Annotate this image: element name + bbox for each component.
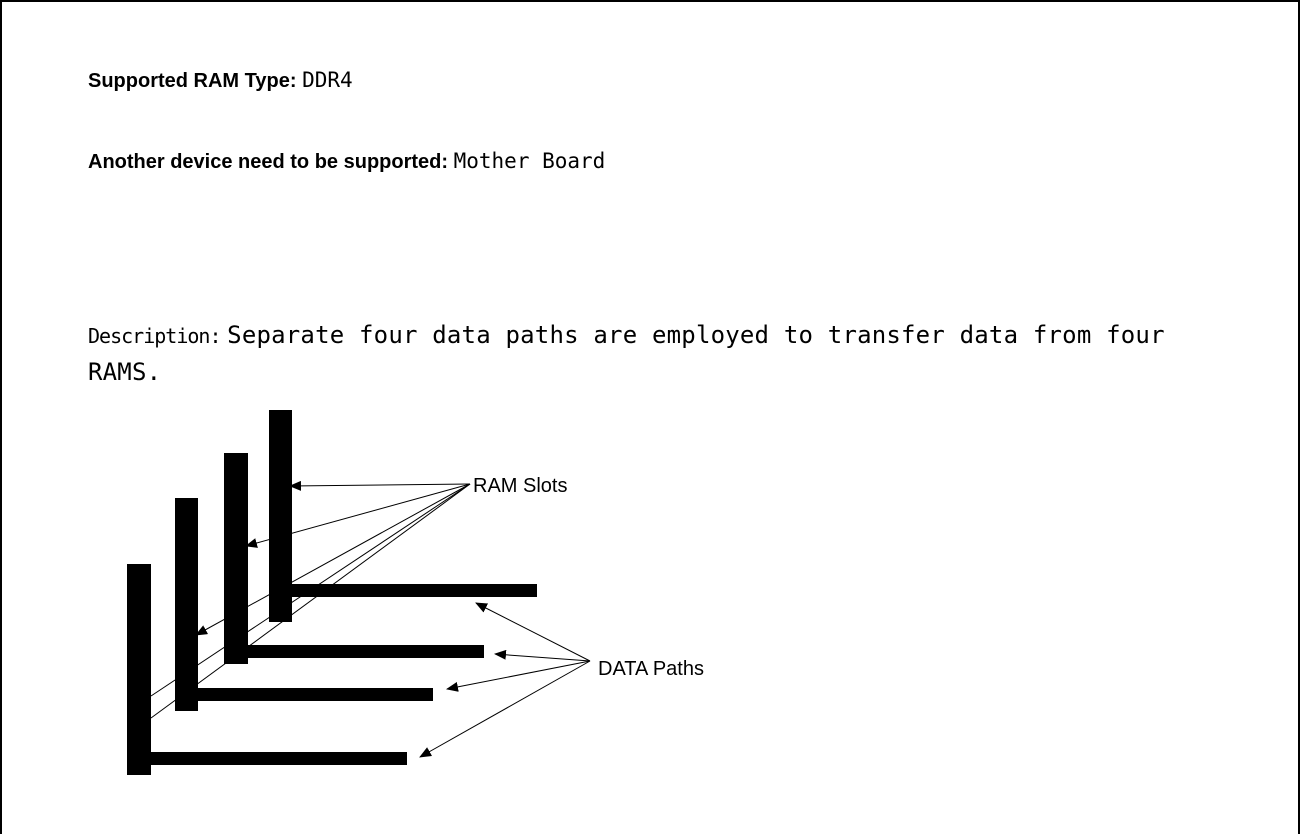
device-row: Another device need to be supported: Mot… [88,149,605,174]
data-path-3 [248,645,484,658]
device-value: Mother Board [453,149,606,173]
ram-slot-pointer-4 [289,480,471,491]
data-path-pointer-2 [446,660,591,692]
ram-slot-pointer-1 [150,483,471,719]
data-path-pointer-3 [494,649,591,662]
ram-slot-4 [269,410,292,622]
ram-slot-pointer-extra [150,483,471,697]
ram-slot-3 [224,453,248,664]
data-path-1 [151,752,407,765]
data-path-pointer-1 [419,660,591,758]
ram-slots-label: RAM Slots [473,475,567,497]
data-path-4 [292,584,537,597]
ram-type-row: Supported RAM Type: DDR4 [88,68,353,93]
ram-slot-pointer-3 [245,483,471,548]
description-block: Description: Separate four data paths ar… [88,317,1218,391]
ram-slot-2 [175,498,198,711]
description-text: Separate four data paths are employed to… [88,321,1165,386]
ram-type-value: DDR4 [302,68,353,92]
ram-slot-pointer-2 [195,483,471,636]
data-path-2 [198,688,433,701]
data-path-pointer-4 [475,602,591,662]
ram-slot-1 [127,564,151,775]
data-paths-label: DATA Paths [598,658,704,680]
device-label: Another device need to be supported: [88,151,449,173]
ram-type-label: Supported RAM Type: [88,70,297,92]
description-label: Description: [88,324,221,348]
